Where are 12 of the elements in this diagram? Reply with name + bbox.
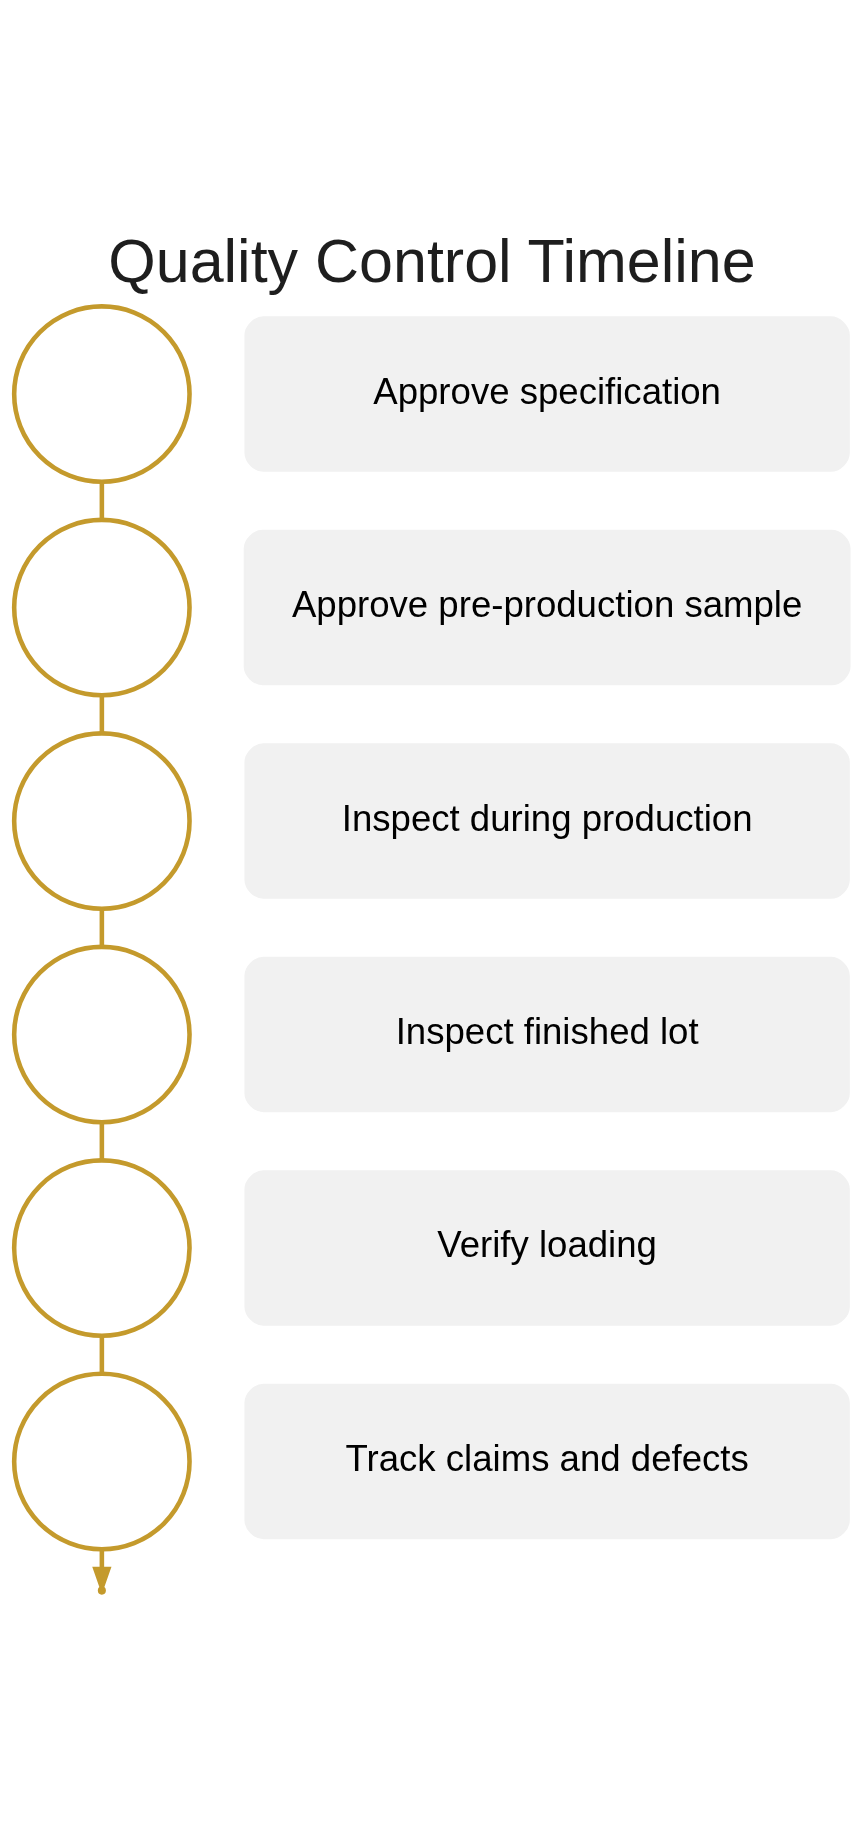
node-circle <box>11 944 192 1125</box>
connector <box>99 695 105 734</box>
node-circle <box>11 731 192 911</box>
connector <box>99 908 105 947</box>
connector <box>99 1122 105 1161</box>
node-circle <box>11 304 192 485</box>
node-circle <box>11 517 192 698</box>
connector <box>99 481 105 520</box>
diagram-title: Quality Control Timeline <box>108 227 756 295</box>
connector <box>99 1335 105 1374</box>
node-circle <box>11 1158 192 1338</box>
node-circle <box>11 1371 192 1552</box>
